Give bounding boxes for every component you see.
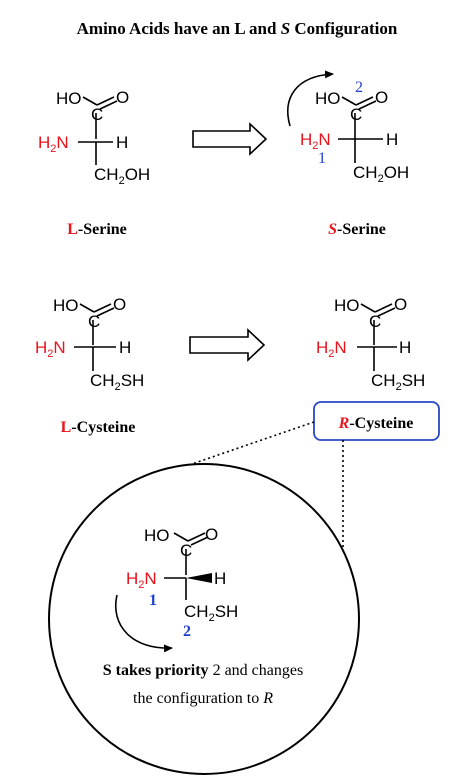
r-cysteine-h: H: [399, 338, 411, 357]
r-cysteine-amine: H2N: [316, 338, 347, 360]
s-serine-c: C: [350, 105, 362, 124]
zoom-o: O: [205, 525, 218, 544]
s-serine-amine: H2N: [300, 130, 331, 152]
l-cysteine-ho: HO: [53, 296, 79, 315]
l-cysteine-label: L-Cysteine: [61, 419, 136, 436]
wedge-bond: [186, 573, 212, 583]
zoom-h: H: [214, 569, 226, 588]
zoom-priority-1: 1: [149, 592, 157, 609]
r-cysteine-highlight-box: [313, 401, 440, 441]
r-cysteine-structure: HO C O H2N H CH2SH: [316, 295, 425, 393]
l-serine-o: O: [116, 88, 129, 107]
l-cysteine-structure: HO C O H2N H CH2SH: [35, 295, 144, 393]
zoom-circle: [48, 463, 360, 775]
s-serine-ho: HO: [315, 89, 341, 108]
rotation-arrow-serine: [287, 70, 334, 127]
s-serine-label: S-Serine: [328, 221, 386, 238]
r-cysteine-o: O: [394, 295, 407, 314]
zoom-ch2sh: CH2SH: [184, 602, 238, 624]
l-serine-ho: HO: [56, 89, 82, 108]
zoom-c: C: [180, 541, 192, 560]
s-serine-priority-1: 1: [318, 150, 326, 167]
l-serine-h: H: [116, 133, 128, 152]
r-cysteine-ch2sh: CH2SH: [371, 371, 425, 393]
r-cysteine-label: R-Cysteine: [338, 415, 414, 432]
page-title: Amino Acids have an L and S Configuratio…: [77, 19, 398, 38]
rotation-arrow-zoom: [115, 594, 173, 653]
s-serine-structure: HO C O H2N H CH2OH 2 1: [300, 79, 409, 185]
l-cysteine-ch2sh: CH2SH: [90, 371, 144, 393]
l-serine-c: C: [91, 105, 103, 124]
transform-arrow-cysteine: [189, 328, 266, 362]
zoom-cysteine-structure: HO C O H2N H CH2SH 1 2: [126, 525, 238, 640]
l-serine-ch2oh: CH2OH: [94, 165, 150, 187]
zoom-priority-2: 2: [183, 623, 191, 640]
l-cysteine-amine: H2N: [35, 338, 66, 360]
zoom-amine: H2N: [126, 569, 157, 591]
l-serine-label: L-Serine: [67, 221, 127, 238]
transform-arrow-serine: [192, 122, 268, 156]
r-cysteine-c: C: [369, 312, 381, 331]
s-serine-h: H: [386, 130, 398, 149]
l-serine-structure: HO C O H2N H CH2OH: [38, 88, 150, 187]
l-cysteine-o: O: [113, 295, 126, 314]
zoom-caption-line1: S takes priority 2 and changes: [103, 662, 303, 679]
l-cysteine-c: C: [88, 312, 100, 331]
zoom-caption-line2: the configuration to R: [133, 690, 273, 707]
s-serine-priority-2: 2: [355, 79, 363, 96]
r-cysteine-ho: HO: [334, 296, 360, 315]
l-serine-amine: H2N: [38, 133, 69, 155]
zoom-ho: HO: [144, 526, 170, 545]
s-serine-o: O: [375, 88, 388, 107]
l-cysteine-h: H: [119, 338, 131, 357]
s-serine-ch2oh: CH2OH: [353, 163, 409, 185]
